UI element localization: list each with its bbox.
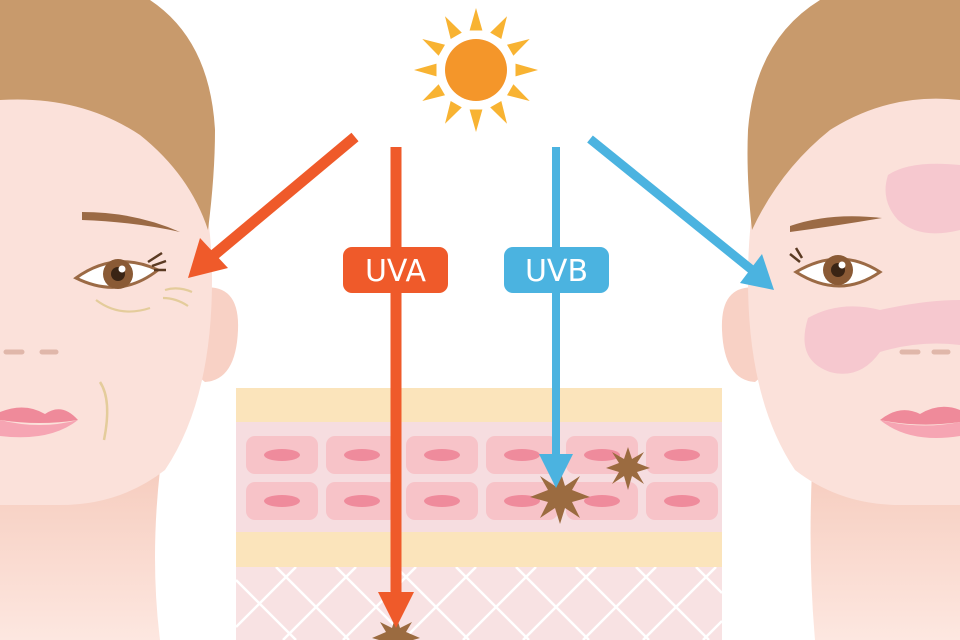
sun-core <box>445 39 507 101</box>
cheek-nose-redness <box>804 300 960 374</box>
sun-ray <box>507 39 530 56</box>
sun-ray <box>469 109 483 132</box>
left-lips <box>0 407 78 438</box>
right-eye <box>789 247 883 288</box>
sun-rays <box>414 8 538 132</box>
sun-ray <box>507 84 530 101</box>
crow-feet-wrinkles <box>95 287 193 313</box>
sun-ray <box>469 8 483 31</box>
cell-nucleus <box>424 495 460 507</box>
skin-cross-section <box>236 388 722 640</box>
sunburned-face <box>721 0 960 640</box>
stratum-corneum-layer <box>236 388 722 422</box>
uvb-arrow-icon <box>539 135 774 488</box>
uvb-damage-spot-small <box>606 447 650 490</box>
right-neck <box>810 470 960 640</box>
right-lips <box>880 406 960 438</box>
cell-nucleus <box>344 449 380 461</box>
uva-label: UVA <box>365 254 427 289</box>
right-hair <box>747 0 960 230</box>
uva-arrow-icon <box>188 132 414 628</box>
cell-nucleus <box>264 449 300 461</box>
basement-layer <box>236 532 722 567</box>
sun-ray <box>490 16 507 39</box>
right-eyebrow <box>790 216 882 232</box>
cell-nucleus <box>504 495 540 507</box>
sun-ray <box>414 63 437 77</box>
cell-nucleus <box>264 495 300 507</box>
dermis-layer <box>236 567 722 640</box>
cell-nucleus <box>664 449 700 461</box>
forehead-redness <box>885 163 960 234</box>
left-eye <box>73 251 167 289</box>
sun-ray <box>515 63 538 77</box>
cell-nucleus <box>504 449 540 461</box>
sun-icon <box>414 8 538 132</box>
cell-nucleus <box>664 495 700 507</box>
dermis-collagen-mesh <box>236 567 722 640</box>
cell-nucleus <box>584 449 620 461</box>
cell-nucleus <box>344 495 380 507</box>
uva-label-badge: UVA <box>343 247 448 293</box>
sun-ray <box>422 84 445 101</box>
uvb-damage-spot <box>530 470 590 524</box>
nasolabial-wrinkle <box>98 381 109 441</box>
uvb-label-badge: UVB <box>504 247 609 293</box>
sun-ray <box>445 16 462 39</box>
cell-nucleus <box>584 495 620 507</box>
damage-spot-icon <box>372 447 650 640</box>
left-neck <box>0 470 160 640</box>
aged-face <box>0 0 239 640</box>
epidermis-cells <box>246 436 718 520</box>
left-eyebrow <box>82 212 180 232</box>
uvb-label: UVB <box>525 254 588 289</box>
sun-ray <box>445 101 462 124</box>
cell-nucleus <box>424 449 460 461</box>
left-hair <box>0 0 215 230</box>
sun-ray <box>422 39 445 56</box>
sun-ray <box>490 101 507 124</box>
